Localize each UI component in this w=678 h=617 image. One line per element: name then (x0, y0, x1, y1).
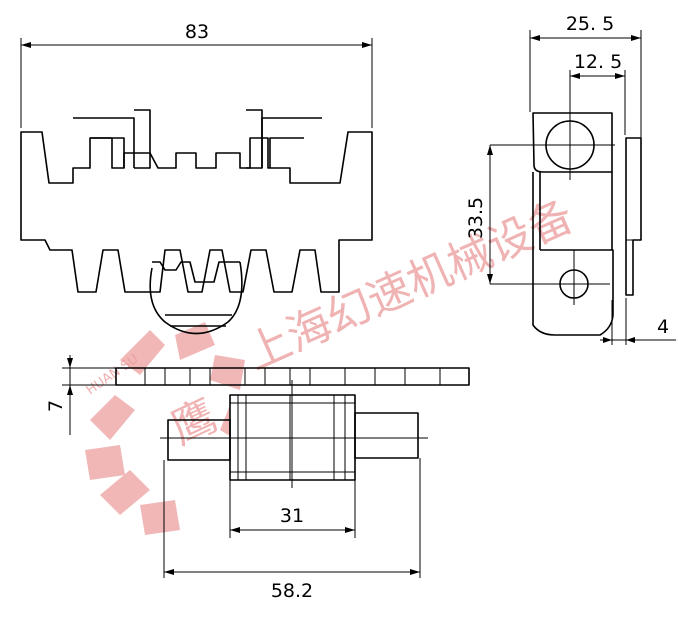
left-pin (167, 419, 231, 461)
dim-label-7: 7 (45, 400, 67, 412)
front-view: 83 (20, 21, 373, 335)
dim-label-83: 83 (185, 21, 209, 43)
side-body (532, 112, 613, 173)
plate-segments (144, 368, 441, 385)
right-clip (261, 117, 322, 168)
front-outline (20, 131, 373, 293)
plan-view: 7 31 58.2 (45, 355, 470, 602)
right-pin (354, 412, 419, 459)
lower-teeth (152, 261, 240, 283)
dim-arrows-4 (603, 337, 635, 343)
round-lug (149, 261, 243, 335)
dim-label-25: 25. 5 (566, 13, 614, 35)
dim-label-4: 4 (657, 316, 669, 338)
round-lug-inner (165, 314, 232, 327)
side-plate (625, 137, 642, 296)
left-clip-post (134, 109, 151, 169)
side-mid (539, 172, 613, 250)
watermark-seal-char: 鹰 (163, 390, 224, 455)
side-body-lower (532, 172, 614, 336)
watermark-latin: HUAN SU (84, 352, 142, 399)
dim-label-12: 12. 5 (574, 51, 622, 73)
left-clip (73, 117, 135, 168)
side-view: 25. 5 12. 5 33.5 4 (465, 13, 676, 345)
dim-label-58: 58.2 (271, 580, 313, 602)
dim-label-31: 31 (280, 505, 304, 527)
watermark-text: 上海幻速机械设备 (239, 190, 581, 380)
dim-label-33: 33.5 (465, 197, 487, 239)
right-clip-post (246, 109, 263, 169)
dim-arrows-7 (67, 358, 73, 395)
